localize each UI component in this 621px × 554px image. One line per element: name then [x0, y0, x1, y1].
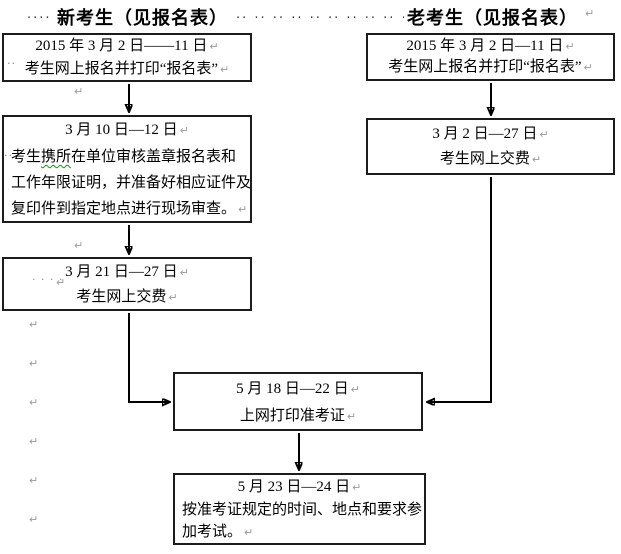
- column-title-new-candidates: 新考生（见报名表）: [57, 8, 228, 28]
- paragraph-mark: ↵: [74, 239, 84, 252]
- return-mark: ↵: [583, 61, 593, 74]
- box-line: 复印件到指定地点进行现场审查。↵: [11, 201, 248, 217]
- return-mark: ↵: [346, 410, 357, 423]
- flow-box-new-onsite-review: 3 月 10 日—12 日↵ 考生携所在单位审核盖章报名表和 工作年限证明，并准…: [2, 115, 252, 223]
- return-mark: ↵: [179, 124, 189, 137]
- box-line: 2015 年 3 月 2 日—11 日↵: [406, 38, 575, 54]
- return-mark: ↵: [565, 40, 575, 53]
- paragraph-mark: ↵: [585, 7, 595, 20]
- box-line: 3 月 2 日—27 日↵: [432, 126, 549, 142]
- box-line: 5 月 18 日—22 日↵: [236, 381, 360, 397]
- space-dots: ····: [27, 11, 52, 26]
- return-mark: ↵: [350, 383, 360, 396]
- paragraph-mark: ↵: [29, 318, 39, 331]
- box-line: 2015 年 3 月 2 日——11 日↵: [35, 38, 219, 54]
- flow-box-old-online-payment: 3 月 2 日—27 日↵ 考生网上交费↵: [366, 118, 615, 175]
- paragraph-mark: ↵: [56, 276, 66, 289]
- paragraph-mark: ↵: [29, 513, 39, 526]
- return-mark: ↵: [168, 291, 178, 304]
- box-line: 5 月 23 日—24 日↵: [237, 479, 362, 495]
- box-line: 考生网上报名并打印“报名表”↵: [24, 61, 230, 77]
- flow-box-old-register: 2015 年 3 月 2 日—11 日↵ 考生网上报名并打印“报名表”↵: [366, 33, 615, 81]
- space-dots: · · · ·: [32, 273, 64, 286]
- box-line: 工作年限证明，并准备好相应证件及: [11, 175, 252, 191]
- box-line: 3 月 21 日—27 日↵: [65, 264, 189, 280]
- box-line: 考生携所在单位审核盖章报名表和: [11, 149, 237, 165]
- arrow-old-pay-to-print: [427, 177, 492, 402]
- flow-box-new-register: 2015 年 3 月 2 日——11 日↵ 考生网上报名并打印“报名表”↵: [2, 33, 252, 82]
- space-dots: ·· ·· ·· ·· ·· ·· ·· ·· ·· ···: [236, 11, 404, 26]
- space-dots: ··: [4, 149, 13, 162]
- box-line: 上网打印准考证↵: [239, 408, 357, 424]
- box-line: 考生网上交费↵: [439, 151, 542, 167]
- box-line: 考生网上报名并打印“报名表”↵: [388, 59, 593, 75]
- box-line: 考生网上交费↵: [76, 289, 178, 305]
- grammar-squiggle-text: 携所: [41, 149, 72, 165]
- box-line: 加考试。↵: [182, 524, 254, 540]
- paragraph-mark: ↵: [29, 396, 39, 409]
- flow-box-print-admission-ticket: 5 月 18 日—22 日↵ 上网打印准考证↵: [173, 372, 423, 431]
- paragraph-mark: ↵: [74, 85, 84, 98]
- return-mark: ↵: [179, 266, 189, 279]
- paragraph-mark: ↵: [74, 199, 84, 212]
- column-title-old-candidates: 老考生（见报名表）: [407, 8, 578, 28]
- paragraph-mark: ↵: [29, 435, 39, 448]
- box-line: 按准考证规定的时间、地点和要求参: [182, 502, 423, 518]
- flow-box-take-exam: 5 月 23 日—24 日↵ 按准考证规定的时间、地点和要求参 加考试。↵: [173, 473, 426, 545]
- flow-box-new-online-payment: 3 月 21 日—27 日↵ 考生网上交费↵: [2, 257, 252, 311]
- return-mark: ↵: [539, 128, 549, 141]
- return-mark: ↵: [209, 40, 219, 53]
- return-mark: ↵: [531, 153, 542, 166]
- paragraph-mark: ↵: [29, 474, 39, 487]
- return-mark: ↵: [238, 203, 248, 216]
- box-line: 3 月 10 日—12 日↵: [65, 122, 189, 138]
- return-mark: ↵: [220, 63, 230, 76]
- paragraph-mark: ↵: [29, 357, 39, 370]
- arrow-new-pay-to-print: [128, 313, 170, 402]
- space-dots: ··: [7, 57, 16, 70]
- return-mark: ↵: [244, 526, 254, 539]
- return-mark: ↵: [352, 481, 362, 494]
